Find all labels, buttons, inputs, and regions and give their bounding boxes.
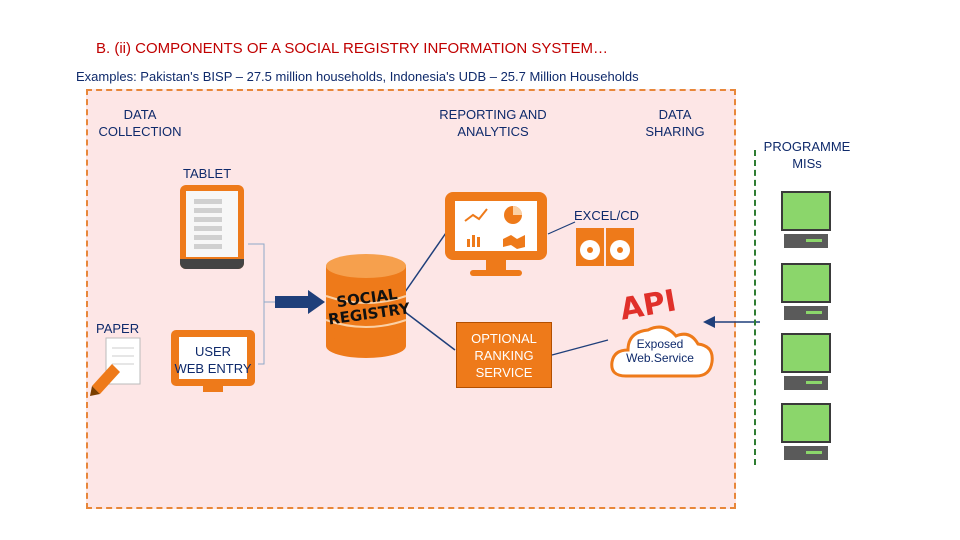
registry-to-ranking	[404, 311, 456, 351]
registry-to-excel	[547, 221, 576, 235]
programme-separator	[754, 150, 756, 465]
monitor-stand	[203, 386, 223, 392]
computer-icon	[781, 403, 831, 460]
label-paper: PAPER	[96, 321, 140, 336]
database-icon	[325, 254, 407, 358]
tablet-icon	[180, 185, 244, 269]
chart-monitor-base	[470, 270, 522, 276]
page-subtitle: Examples: Pakistan's BISP – 27.5 million…	[76, 69, 639, 84]
page-title: B. (ii) COMPONENTS OF A SOCIAL REGISTRY …	[96, 40, 609, 57]
label-tablet: TABLET	[183, 166, 232, 181]
computer-icon	[781, 263, 831, 320]
input-arrow	[275, 290, 325, 314]
cloud-icon	[610, 325, 714, 378]
ranking-service-box	[456, 322, 552, 388]
system-panel	[86, 89, 736, 509]
cd-icon	[576, 228, 604, 266]
registry-to-reporting	[404, 229, 449, 293]
label-excel-cd: EXCEL/CD	[574, 208, 640, 223]
bracket-line	[248, 243, 265, 365]
computer-icon	[781, 191, 831, 248]
cd-icon	[606, 228, 634, 266]
paper-form-icon	[90, 337, 141, 396]
monitor-icon	[171, 330, 255, 386]
computer-icon	[781, 333, 831, 390]
ranking-to-api	[551, 339, 609, 356]
chart-monitor-icon	[445, 192, 547, 260]
chart-monitor-stand	[486, 260, 506, 270]
